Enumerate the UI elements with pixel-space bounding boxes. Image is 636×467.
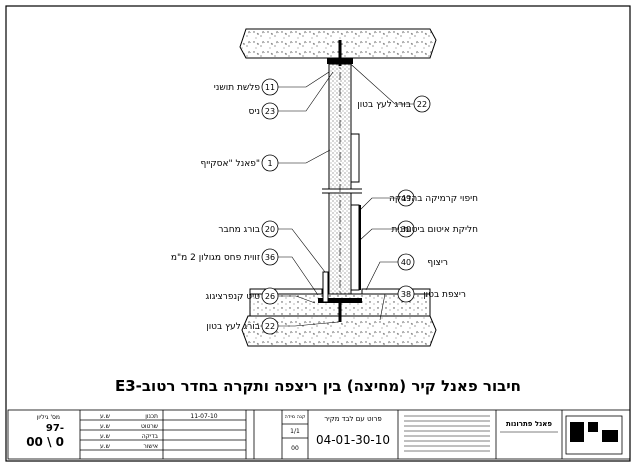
callout-23: 23 ניס [249, 102, 279, 120]
role-value-3: ש.ע [100, 433, 110, 440]
callout-number: 22 [417, 100, 427, 109]
leader-lines [278, 57, 414, 327]
callout-40: 40 ריצוף [397, 253, 448, 271]
scale-label: קנה מידה [285, 414, 306, 420]
callout-label: בורג לעץ בטון [206, 322, 260, 332]
callout-number: 49 [401, 194, 411, 203]
callout-number: 36 [265, 253, 275, 262]
callout-38: 38 ריצפת בטון [397, 285, 466, 303]
bottom-angle-fixing [318, 271, 362, 322]
role-value-2: ש.ע [100, 423, 110, 430]
callout-label: ניס [249, 107, 260, 117]
callout-number: 22 [265, 322, 275, 331]
callout-36: 36 זווית פחס מגולון 2 מ"מ [171, 248, 279, 266]
callout-20: 20 בורג מחבר [218, 220, 279, 238]
callout-label: בורג לעץ בטון [357, 100, 411, 110]
callout-label: טיט קנפרציגוג [206, 292, 261, 302]
role-label-4: אישור [143, 443, 158, 450]
callout-number: 1 [267, 159, 272, 168]
company-logo [565, 415, 623, 455]
sheet-code: 97- [46, 423, 64, 434]
callout-label: ריצפת בטון [423, 290, 466, 300]
ceiling-slab [239, 28, 437, 59]
callout-label: פאנל "אסקייף" [200, 159, 260, 169]
callout-30: 30 חליקת איטום ביטומנית [392, 220, 479, 238]
callout-label: חליקת איטום ביטומנית [392, 225, 479, 235]
callout-number: 11 [265, 83, 275, 92]
callout-label: זווית פחס מגולון 2 מ"מ [171, 253, 260, 263]
scale-value: 1/1 [290, 428, 300, 435]
sheet-number: 00 \ 0 [26, 435, 64, 449]
role-value-4: ש.ע [100, 443, 110, 450]
callout-1: 1 פאנל "אסקייף" [200, 154, 279, 172]
callout-label: ריצוף [427, 258, 448, 268]
callout-label: פלשת תושני [214, 83, 261, 93]
role-label-1: תכנון [145, 413, 158, 420]
callout-26: 26 טיט קנפרציגוג [206, 287, 279, 305]
role-value-1: ש.ע [100, 413, 110, 420]
role-label-2: שרטוט [141, 423, 158, 430]
drawing-number: 04-01-30-10 [316, 433, 390, 447]
callout-number: 30 [401, 225, 411, 234]
revision-number: 00 [291, 445, 299, 452]
notes-block [404, 415, 490, 452]
wall-panel [322, 40, 362, 318]
sheet-label: מס' גיליון [37, 414, 60, 421]
callout-number: 40 [401, 258, 411, 267]
title-block [7, 409, 631, 460]
callout-number: 20 [265, 225, 275, 234]
callout-label: בורג מחבר [218, 225, 260, 235]
revision-date: 11-07-10 [190, 413, 217, 420]
company-name: פאנל פתרונות [506, 420, 552, 428]
callout-number: 26 [265, 292, 275, 301]
sheet-border [5, 5, 631, 462]
callout-11: 11 פלשת תושני [214, 78, 279, 96]
callout-22-top: 22 בורג לעץ בטון [357, 95, 431, 113]
drawing-title: E3-חיבור פאנל קיר (מחיצה) בין ריצפה ותקר… [115, 377, 521, 395]
top-angle-fixing [327, 40, 353, 66]
callout-22-bottom: 22 בורג לעץ בטון [206, 317, 279, 335]
callout-number: 38 [401, 290, 411, 299]
drawing-subtitle: פרוט עם לבד מקיר [324, 415, 382, 423]
callout-label: חיפוי קרמיקה בהדבקה [389, 194, 478, 204]
callout-number: 23 [265, 107, 275, 116]
ceramic-cladding [350, 133, 361, 291]
callout-49: 49 חיפוי קרמיקה בהדבקה [389, 189, 478, 207]
role-label-3: בדיקה [142, 433, 159, 440]
